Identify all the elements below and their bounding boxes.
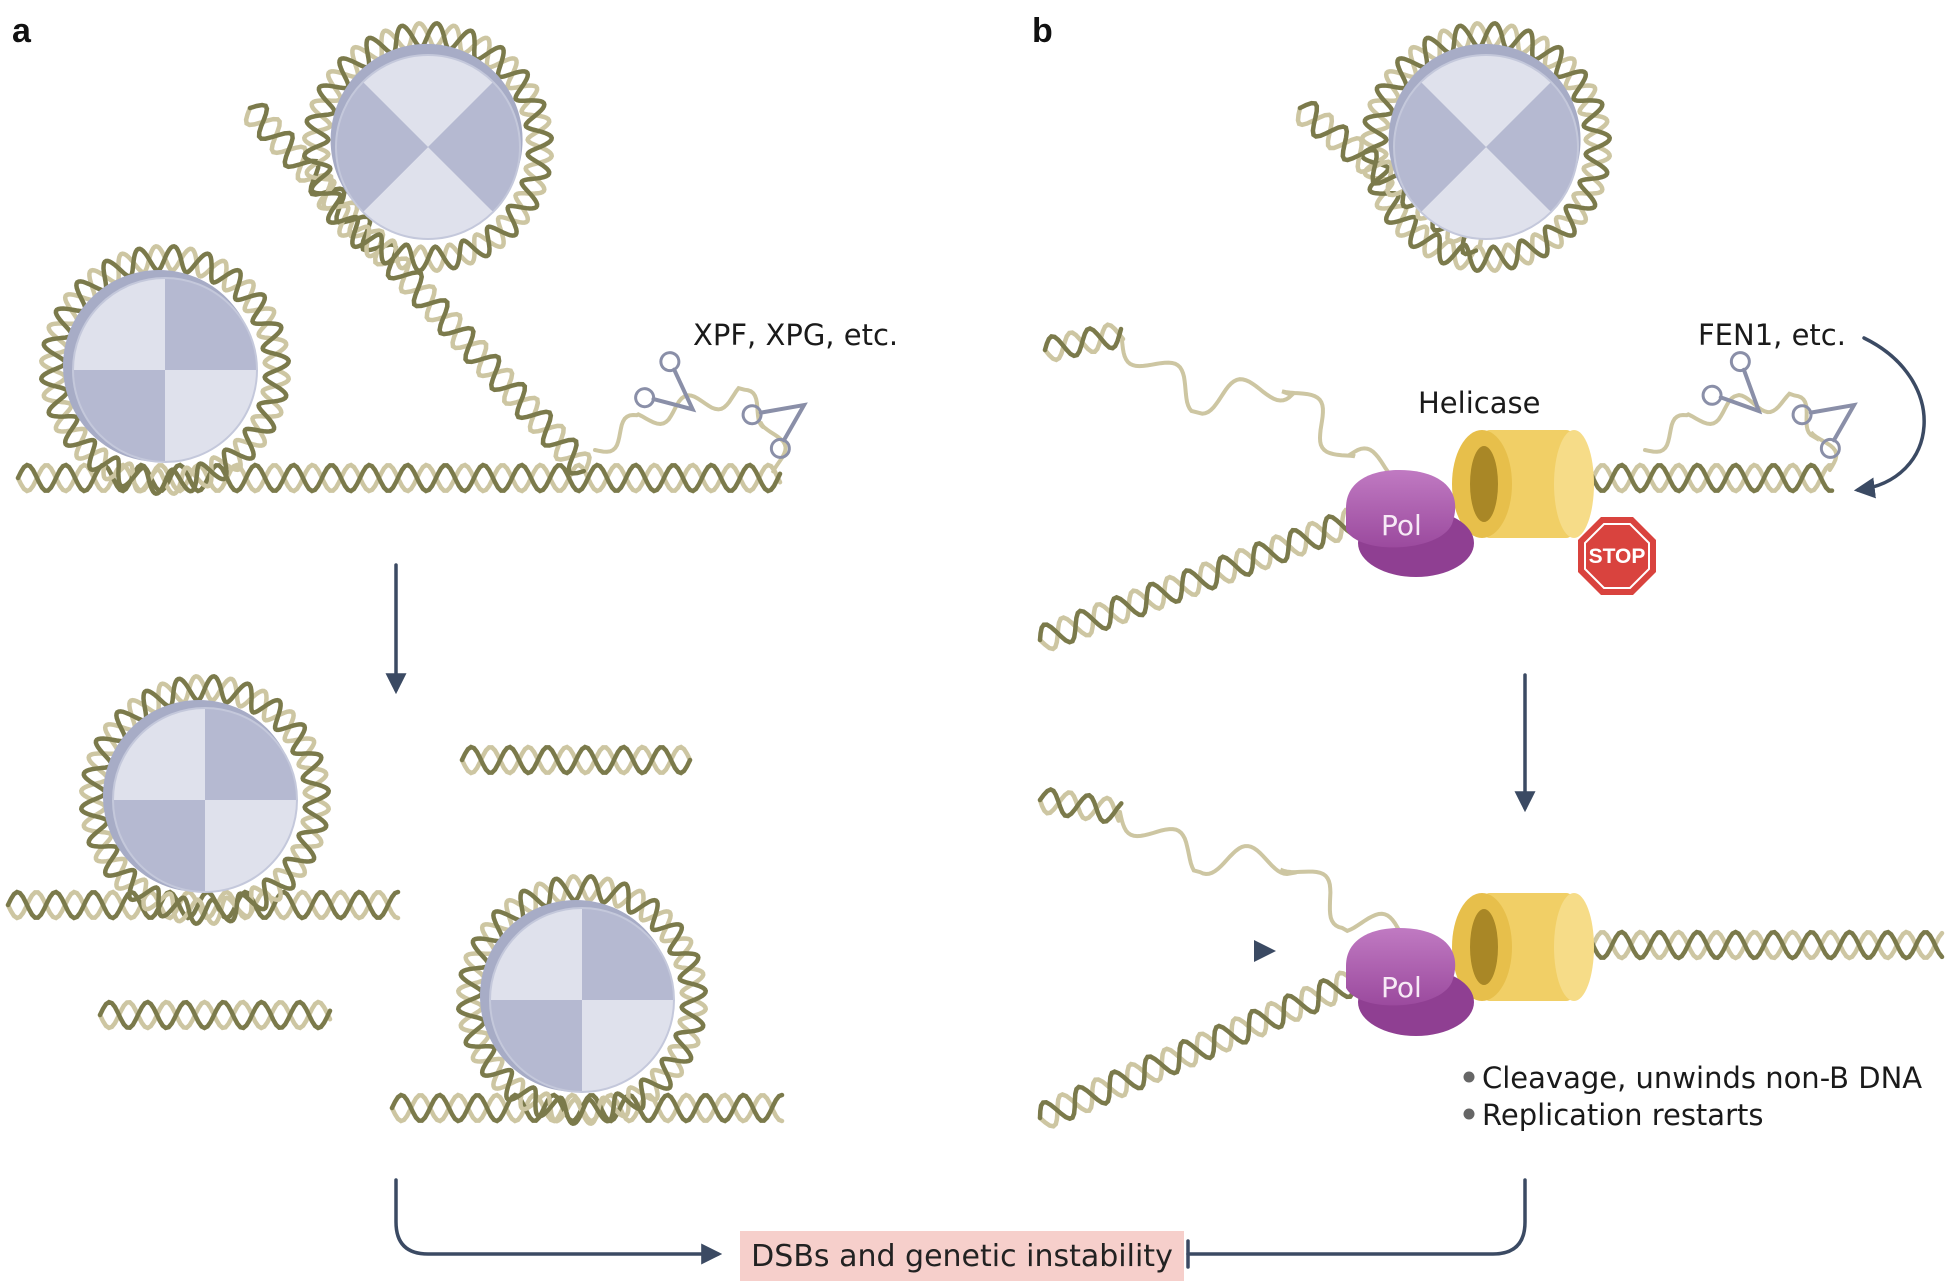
dna-fragment bbox=[459, 744, 693, 776]
scissors-icon bbox=[634, 351, 697, 413]
dna-parental bbox=[1037, 787, 1124, 824]
ssdna-loop bbox=[593, 385, 788, 474]
helicase-label: Helicase bbox=[1418, 386, 1540, 420]
panel-a-nuclease-label: XPF, XPG, etc. bbox=[693, 318, 898, 352]
nucleosomes bbox=[63, 43, 1581, 1093]
bullet-dot bbox=[1463, 1071, 1475, 1083]
polymerase-icon bbox=[1346, 469, 1474, 577]
helicase-icon bbox=[1452, 430, 1594, 538]
dna-wrap bbox=[78, 673, 332, 927]
dna-downstream bbox=[1571, 929, 1945, 961]
outcome-item: Cleavage, unwinds non-B DNA bbox=[1482, 1061, 1922, 1095]
ssdna-lagging bbox=[1120, 338, 1410, 485]
restart-arrow bbox=[1170, 940, 1276, 962]
stop-sign-icon bbox=[1578, 517, 1656, 595]
stop-sign-text: STOP bbox=[1589, 545, 1646, 568]
scissors-icon bbox=[1701, 351, 1763, 415]
polymerase-label: Pol bbox=[1381, 509, 1422, 542]
panel-a-letter: a bbox=[12, 12, 32, 50]
dna-daughter bbox=[1037, 970, 1361, 1129]
nucleosome-icon bbox=[103, 700, 298, 893]
dna-downstream bbox=[1571, 462, 1835, 494]
panel-b-letter: b bbox=[1032, 12, 1053, 50]
nucleosome-icon bbox=[330, 43, 523, 240]
dna-wrap bbox=[455, 873, 709, 1127]
nucleosome-icon bbox=[480, 900, 675, 1093]
nucleosome-icon bbox=[1388, 43, 1581, 240]
scissors-icon bbox=[741, 402, 808, 459]
nucleosome-icon bbox=[63, 270, 258, 463]
converge-arrow-left bbox=[394, 1178, 723, 1265]
dna-parental bbox=[1042, 322, 1126, 363]
curved-arrow bbox=[1853, 336, 1926, 499]
scissors-icon bbox=[1791, 402, 1858, 459]
helicase-icon bbox=[1452, 893, 1594, 1001]
converge-line-right bbox=[1186, 1178, 1527, 1256]
result-label: DSBs and genetic instability bbox=[751, 1239, 1173, 1274]
bullet-dot bbox=[1463, 1108, 1475, 1120]
ssdna-lagging bbox=[1118, 810, 1410, 947]
polymerase-label: Pol bbox=[1381, 971, 1422, 1004]
dna-wrap bbox=[1359, 20, 1613, 274]
dna-daughter bbox=[1037, 507, 1362, 652]
outcome-item: Replication restarts bbox=[1482, 1098, 1763, 1132]
dna-fragment bbox=[97, 999, 333, 1031]
dna-wrap bbox=[38, 243, 292, 497]
result-box bbox=[740, 1231, 1184, 1281]
dna-wrap bbox=[301, 20, 555, 274]
dna-strands bbox=[5, 20, 1945, 1129]
panel-b-nuclease-label: FEN1, etc. bbox=[1698, 318, 1846, 352]
polymerase-icon bbox=[1346, 927, 1474, 1036]
